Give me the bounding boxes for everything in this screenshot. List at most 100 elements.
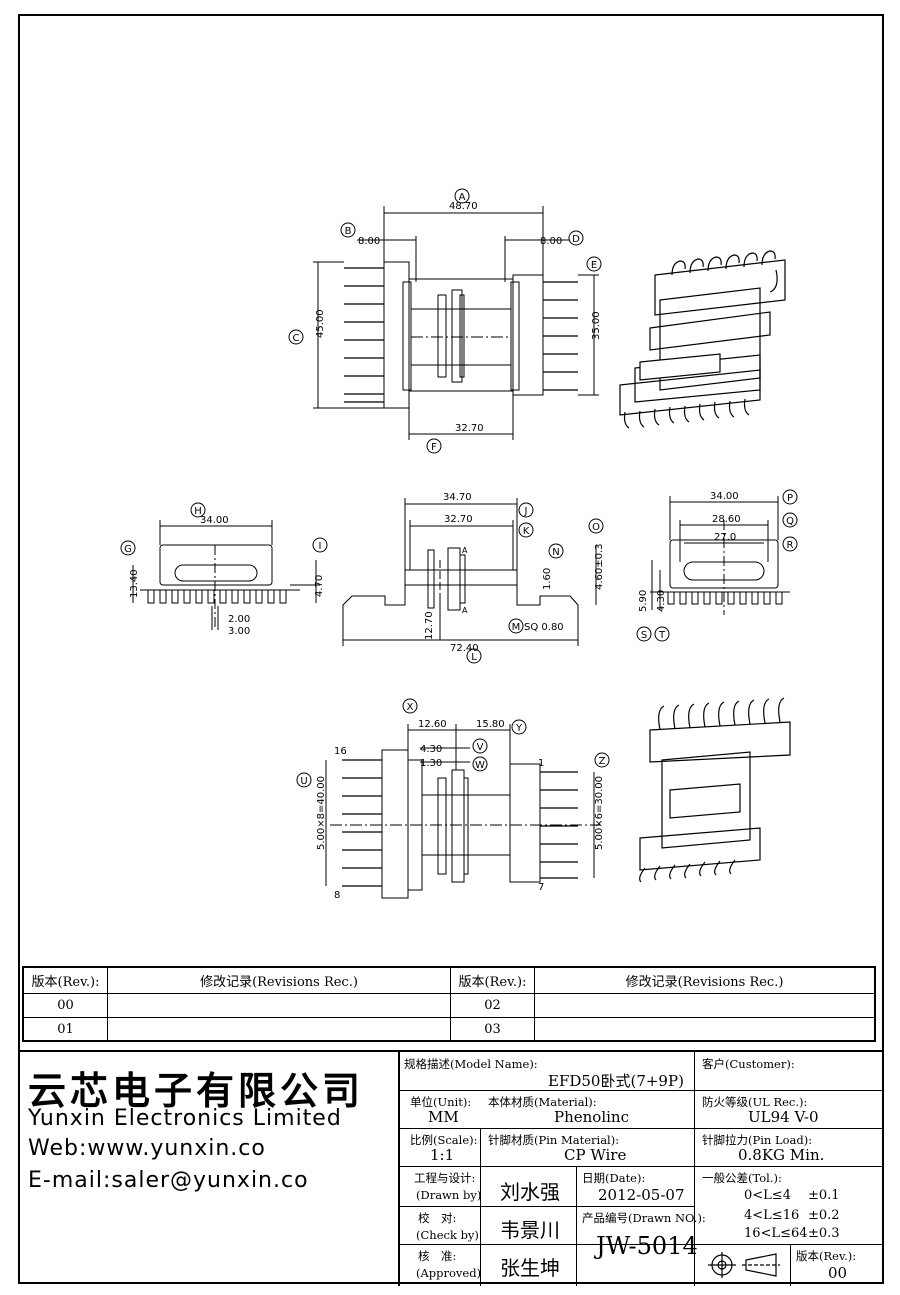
revision-row: 01 03: [24, 1018, 874, 1040]
divider: [790, 1244, 791, 1286]
company-website: Web:www.yunxin.co: [28, 1136, 266, 1161]
svg-text:12.60: 12.60: [418, 719, 447, 730]
svg-text:8.00: 8.00: [540, 236, 562, 247]
svg-text:G: G: [124, 544, 132, 555]
svg-text:S: S: [641, 630, 647, 641]
pin-number-16: 16: [334, 746, 347, 757]
revision-rev-a: 01: [24, 1018, 108, 1040]
svg-text:4.30: 4.30: [420, 744, 442, 755]
svg-text:12.70: 12.70: [424, 611, 435, 640]
revision-header-rev-a: 版本(Rev.):: [24, 968, 108, 993]
svg-text:2.00: 2.00: [228, 614, 250, 625]
title-block: 云芯电子有限公司 Yunxin Electronics Limited Web:…: [18, 1050, 884, 1286]
svg-text:32.70: 32.70: [444, 514, 473, 525]
scale-label: 比例(Scale):: [410, 1133, 478, 1147]
divider: [576, 1166, 577, 1286]
svg-text:5.00×8=40.00: 5.00×8=40.00: [316, 776, 327, 850]
material-label: 本体材质(Material):: [488, 1095, 597, 1109]
drawing-sheet-border: [18, 14, 884, 1284]
drawn-no-value: JW-5014: [596, 1232, 698, 1260]
svg-text:F: F: [431, 442, 437, 453]
tolerance-value: ±0.2: [808, 1208, 840, 1223]
pin-load-label: 针脚拉力(Pin Load):: [702, 1133, 813, 1147]
divider: [398, 1244, 694, 1245]
drawn-by-signature: 刘水强: [500, 1180, 560, 1204]
svg-text:34.00: 34.00: [200, 515, 229, 526]
svg-text:H: H: [194, 506, 202, 517]
tolerance-range: 16<L≤64: [744, 1226, 808, 1241]
svg-text:27.0: 27.0: [714, 532, 736, 543]
divider: [694, 1052, 695, 1286]
divider: [398, 1206, 694, 1207]
divider: [398, 1090, 884, 1091]
svg-text:5.00×6=30.00: 5.00×6=30.00: [594, 776, 605, 850]
top-view: 48.70 8.00 8.00 32.70 45.00 35.00 ABD CE…: [288, 188, 602, 454]
divider: [398, 1128, 884, 1129]
svg-text:SQ 0.80: SQ 0.80: [524, 622, 564, 633]
model-name-value: EFD50卧式(7+9P): [548, 1072, 684, 1090]
revision-row: 00 02: [24, 994, 874, 1018]
customer-label: 客户(Customer):: [702, 1057, 795, 1071]
revision-rec-b: [535, 994, 874, 1017]
rev-value: 00: [828, 1264, 848, 1282]
tolerance-value: ±0.1: [808, 1188, 840, 1203]
dim-text: 48.70: [449, 201, 478, 212]
svg-text:45.00: 45.00: [315, 309, 326, 338]
material-value: Phenolinc: [554, 1108, 629, 1126]
check-by-signature: 韦景川: [500, 1218, 560, 1242]
isometric-view-bottom: [639, 697, 791, 883]
pin-material-label: 针脚材质(Pin Material):: [488, 1133, 620, 1147]
pin-load-value: 0.8KG Min.: [738, 1146, 825, 1164]
ul-rating-label: 防火等级(UL Rec.):: [702, 1095, 808, 1109]
svg-text:1.30: 1.30: [420, 758, 442, 769]
revision-rev-b: 02: [451, 994, 535, 1017]
revision-table: 版本(Rev.): 修改记录(Revisions Rec.) 版本(Rev.):…: [22, 966, 876, 1042]
svg-text:32.70: 32.70: [455, 423, 484, 434]
svg-text:V: V: [477, 742, 484, 753]
svg-text:M: M: [512, 622, 521, 633]
divider: [694, 1244, 884, 1245]
svg-text:L: L: [471, 652, 477, 663]
technical-drawing: 48.70 8.00 8.00 32.70 45.00 35.00 ABD CE…: [120, 188, 798, 901]
svg-text:4.70: 4.70: [314, 575, 325, 597]
svg-text:1.60: 1.60: [542, 568, 553, 590]
unit-label: 单位(Unit):: [410, 1095, 472, 1109]
svg-text:4.30: 4.30: [656, 590, 667, 612]
svg-text:R: R: [787, 540, 794, 551]
svg-text:O: O: [592, 522, 600, 533]
revision-header-rec-b: 修改记录(Revisions Rec.): [625, 975, 784, 990]
drawn-by-label-en: (Drawn by): [416, 1188, 482, 1202]
svg-text:34.00: 34.00: [710, 491, 739, 502]
revision-header-rec-a: 修改记录(Revisions Rec.): [108, 968, 451, 993]
svg-text:E: E: [591, 260, 597, 271]
company-email: E-mail:saler@yunxin.co: [28, 1168, 309, 1193]
model-name-label: 规格描述(Model Name):: [404, 1057, 538, 1071]
svg-text:B: B: [345, 226, 352, 237]
svg-text:D: D: [572, 234, 580, 245]
check-by-label: 校 对:: [418, 1211, 457, 1225]
divider: [480, 1128, 481, 1286]
revision-rec-a: [108, 1018, 451, 1040]
revision-rec-b: [535, 1018, 874, 1040]
date-value: 2012-05-07: [598, 1186, 685, 1204]
svg-text:K: K: [523, 526, 530, 537]
svg-text:3.00: 3.00: [228, 626, 250, 637]
svg-text:Y: Y: [515, 723, 523, 734]
rev-label: 版本(Rev.):: [796, 1249, 857, 1263]
approved-label-en: (Approved): [416, 1266, 482, 1280]
svg-text:T: T: [658, 630, 666, 641]
divider: [398, 1166, 884, 1167]
check-by-label-en: (Check by): [416, 1228, 479, 1242]
scale-value: 1:1: [430, 1146, 455, 1164]
svg-text:13.40: 13.40: [129, 569, 140, 598]
svg-text:28.60: 28.60: [712, 514, 741, 525]
svg-text:Z: Z: [599, 756, 606, 767]
svg-text:C: C: [293, 333, 300, 344]
svg-text:4.60±0.3: 4.60±0.3: [594, 543, 605, 590]
date-label: 日期(Date):: [582, 1171, 646, 1185]
drawn-by-label: 工程与设计:: [414, 1171, 476, 1185]
approved-label: 核 准:: [418, 1249, 457, 1263]
svg-text:8.00: 8.00: [358, 236, 380, 247]
